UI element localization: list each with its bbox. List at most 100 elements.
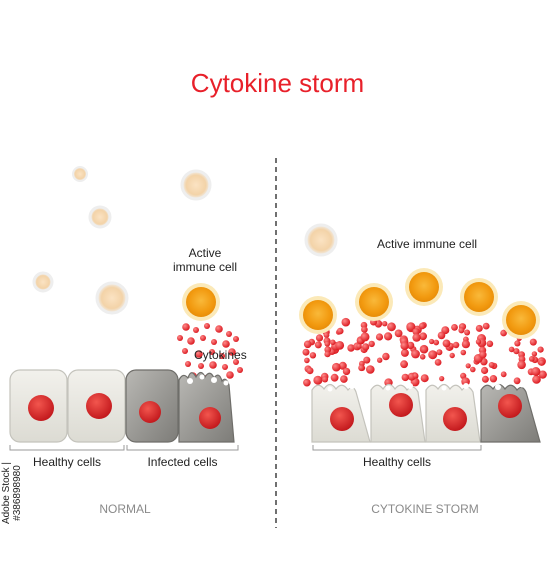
- stock-id-watermark: Adobe Stock | #386898980: [1, 461, 23, 525]
- cytokine-dot: [323, 332, 330, 338]
- cytokine-dot: [419, 354, 426, 360]
- cytokine-dot: [226, 371, 234, 379]
- cytokine-dot: [211, 339, 217, 345]
- storm-caption: CYTOKINE STORM: [371, 502, 479, 516]
- storm-label-bracket: [312, 445, 482, 451]
- normal-infected-cells: [125, 369, 235, 443]
- cytokine-dot: [332, 362, 341, 372]
- cytokine-dot: [433, 339, 440, 346]
- cytokine-dot: [400, 348, 409, 357]
- storm-healthy-cells-label: Healthy cells: [362, 455, 432, 469]
- immune-cell: [409, 272, 439, 302]
- cytokine-dot: [336, 327, 344, 335]
- cytokine-dot: [400, 341, 409, 350]
- cytokine-dot: [356, 343, 362, 349]
- cytokine-dot: [465, 363, 471, 369]
- cytokine-dot: [387, 322, 396, 332]
- cytokine-dot: [406, 322, 416, 332]
- cytokine-dot: [233, 336, 239, 342]
- cytokine-dot: [324, 351, 331, 358]
- cytokine-dot: [419, 332, 427, 341]
- cytokine-dot: [529, 338, 537, 346]
- cytokine-dot: [449, 352, 455, 359]
- cytokine-dot: [306, 367, 314, 375]
- cytokine-dot: [314, 341, 322, 349]
- cytokine-dot: [177, 335, 183, 341]
- cytokine-dot: [324, 341, 331, 347]
- cytokine-dot: [442, 339, 451, 348]
- cytokine-dot: [412, 328, 420, 336]
- cytokine-dot: [411, 349, 420, 359]
- cytokine-dot: [363, 356, 371, 364]
- cytokine-dot: [313, 375, 323, 385]
- storm-resting-immune-cell: [304, 223, 338, 257]
- cytokine-dot: [315, 334, 324, 342]
- cytokine-dot: [437, 331, 446, 340]
- immune-cell: [506, 305, 536, 335]
- cytokine-dot: [362, 343, 370, 351]
- cytokine-dot: [330, 339, 336, 346]
- cytokine-dot: [382, 352, 390, 361]
- cytokine-dot: [360, 332, 370, 342]
- cytokine-dot: [219, 353, 225, 359]
- cytokines-label: Cytokines: [194, 348, 247, 362]
- cytokine-dot: [340, 375, 348, 383]
- cytokine-dot: [500, 329, 507, 337]
- cytokine-dot: [394, 329, 403, 338]
- cytokine-dot: [382, 321, 388, 327]
- cell-nucleus: [139, 401, 161, 423]
- cytokine-dot: [237, 367, 243, 373]
- cytokine-dot: [368, 340, 375, 348]
- cytokine-dot: [309, 352, 317, 359]
- cytokine-dot: [513, 348, 520, 355]
- cytokine-dot: [412, 372, 419, 379]
- cytokine-dot: [538, 370, 547, 379]
- cytokine-dot: [532, 375, 541, 384]
- cytokine-dot: [366, 365, 375, 374]
- cytokine-dot: [228, 348, 236, 356]
- cytokine-dot: [412, 333, 421, 342]
- cytokine-dot: [377, 357, 383, 363]
- cytokine-dot: [475, 324, 483, 332]
- cytokine-dot: [401, 373, 409, 382]
- cytokine-dot: [222, 364, 228, 370]
- cytokine-dot: [195, 350, 203, 358]
- storm-active-immune-cell-label: Active immune cell: [377, 237, 478, 251]
- page-title: Cytokine storm: [190, 68, 365, 98]
- cytokine-dot: [418, 322, 426, 330]
- cytokine-dot: [429, 338, 435, 345]
- cell-nucleus: [389, 393, 413, 417]
- cytokine-dot: [458, 327, 465, 334]
- cytokine-dot: [508, 346, 515, 353]
- cytokine-dot: [428, 350, 438, 360]
- cytokine-dot: [198, 363, 204, 369]
- immune-cell: [303, 300, 333, 330]
- cytokine-dot: [204, 323, 210, 329]
- resting-immune-cell: [72, 166, 88, 182]
- cytokine-dot: [531, 351, 538, 357]
- normal-healthy-cells: [9, 369, 126, 443]
- cytokine-dot: [420, 345, 428, 354]
- cytokine-dot: [304, 357, 310, 364]
- cytokine-dot: [338, 361, 347, 370]
- normal-healthy-cells-label: Healthy cells: [32, 455, 102, 469]
- immune-core: [186, 287, 216, 317]
- normal-active-immune-cell: [182, 283, 220, 321]
- cytokine-dot: [486, 340, 494, 348]
- cell-nucleus: [330, 407, 354, 431]
- cytokine-dot: [215, 325, 223, 333]
- resting-immune-cell: [88, 205, 112, 229]
- cytokine-dot: [531, 367, 541, 376]
- cytokine-dot: [193, 327, 199, 333]
- cytokine-dot: [200, 335, 206, 341]
- cytokine-dot: [452, 341, 460, 349]
- cytokine-dot: [537, 346, 544, 353]
- normal-infected-cells-label: Infected cells: [147, 455, 218, 469]
- cytokine-dot: [513, 377, 521, 385]
- cytokine-dot: [482, 322, 490, 330]
- cytokine-dot: [434, 359, 442, 366]
- cytokine-dot: [361, 326, 368, 333]
- cytokine-dot: [335, 341, 345, 350]
